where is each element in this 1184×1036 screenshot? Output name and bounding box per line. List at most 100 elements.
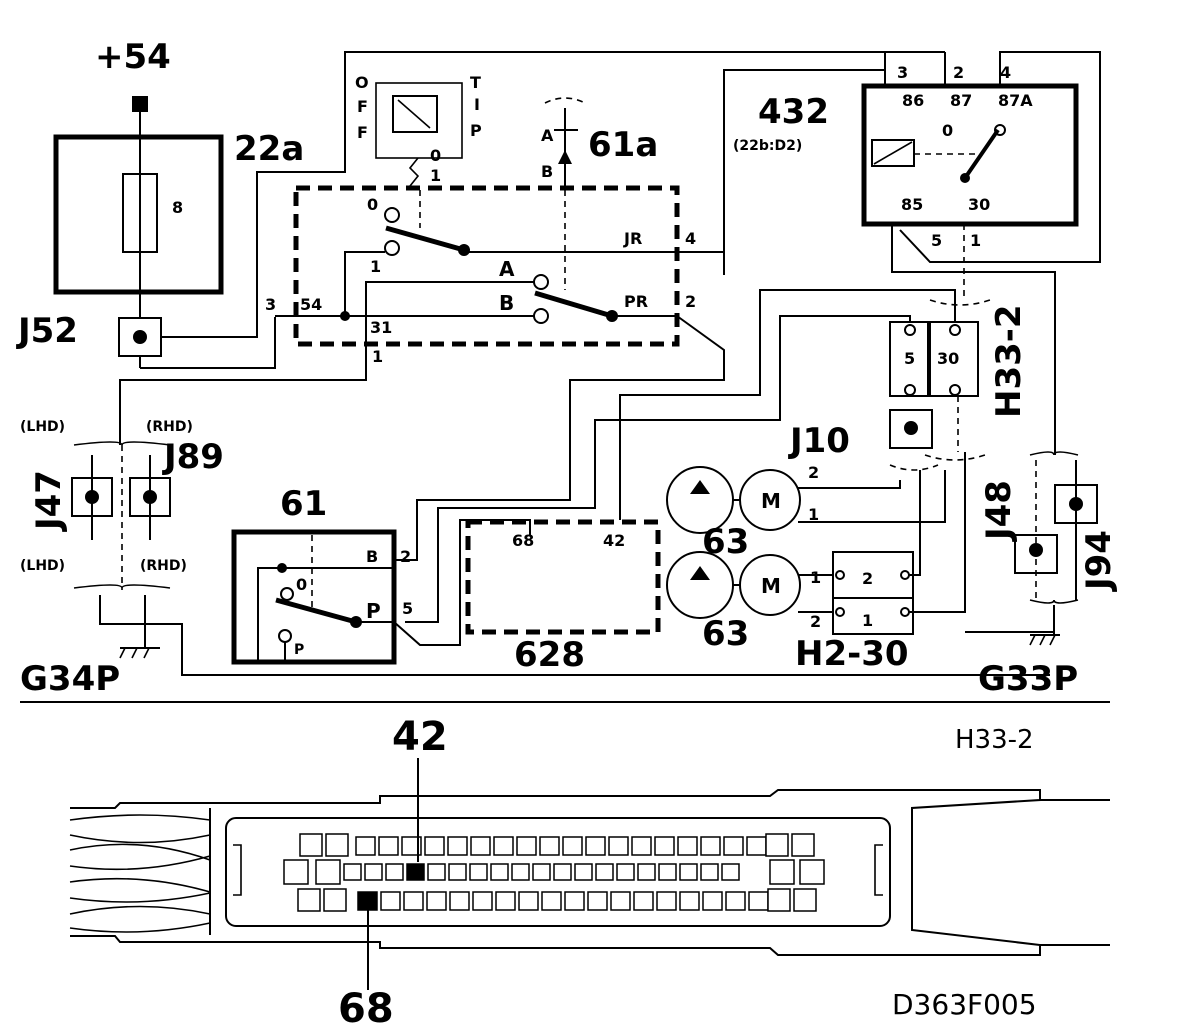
pin-cell: [746, 836, 767, 856]
svg-text:T: T: [470, 73, 481, 92]
pin-cell: [283, 859, 309, 885]
label-61a: 61a: [588, 125, 658, 165]
c61-P: P: [366, 599, 381, 623]
pin-cell: [325, 833, 349, 857]
h230-1: 1: [862, 611, 873, 630]
pin-cell: [574, 863, 593, 881]
pin-cell: [493, 836, 514, 856]
pin-cell: [767, 888, 791, 912]
label-j52: J52: [16, 311, 78, 351]
pin-grid: [283, 833, 825, 912]
pin-cell: [299, 833, 323, 857]
pin-cell: [595, 863, 614, 881]
relay-box: [861, 83, 1079, 227]
switch-box-61a: [293, 185, 680, 347]
label-A: A: [499, 257, 515, 281]
label-61: 61: [280, 484, 327, 524]
relay-pin-4: 4: [1000, 63, 1011, 82]
pin-cell: [616, 863, 635, 881]
pin-cell: [637, 863, 656, 881]
c61-B: B: [366, 547, 378, 566]
label-B: B: [499, 291, 514, 315]
motors-63: M 63 2 1 M 63 1 2: [666, 463, 946, 654]
label-j89: J89: [162, 437, 224, 477]
label-pin-1: 1: [372, 347, 383, 366]
pin-cell: [656, 891, 677, 911]
label-lhd-2: (LHD): [20, 558, 65, 574]
pin-cell: [725, 891, 746, 911]
pin-cell: [516, 836, 537, 856]
pin-cell: [424, 836, 445, 856]
ground-j47-j89: (LHD) (RHD) J89 J47 (LHD) (RHD) G34P: [20, 345, 1050, 699]
pin-cell: [469, 863, 488, 881]
label-plus54: +54: [95, 37, 171, 77]
label-61a-A: A: [541, 126, 554, 145]
motor-63b: 63: [702, 614, 749, 654]
pin-cell: [677, 836, 698, 856]
pin-cell: [532, 863, 551, 881]
pin-cell: [562, 836, 583, 856]
ground-j48-j94: J48 J94 G33P: [965, 451, 1119, 699]
ecu-pin-42: 42: [603, 531, 625, 550]
svg-text:F: F: [357, 123, 368, 142]
pin-cell: [541, 891, 562, 911]
relay-85: 85: [901, 195, 923, 214]
pin-cell: [449, 891, 470, 911]
relay-pin-5: 5: [931, 231, 942, 250]
motor-m1: M: [761, 489, 781, 513]
label-rhd: (RHD): [146, 419, 193, 435]
pin-cell: [700, 863, 719, 881]
svg-text:O: O: [355, 73, 369, 92]
h33-2-label: H33-2: [989, 304, 1029, 418]
label-pos-1: 1: [370, 257, 381, 276]
label-rhd-2: (RHD): [140, 558, 187, 574]
pin-cell: [518, 891, 539, 911]
switch-unit: O F F T I P 0 1 0 1 JR 4 A B PR 2 3: [265, 73, 696, 366]
pin-cell: [723, 836, 744, 856]
h230-2: 2: [862, 569, 873, 588]
label-lhd: (LHD): [20, 419, 65, 435]
pin-cell: [721, 863, 740, 881]
label-22a: 22a: [234, 129, 304, 169]
pin-cell: [765, 833, 789, 857]
svg-text:P: P: [470, 121, 482, 140]
pin-cell: [472, 891, 493, 911]
pin-cell: [495, 891, 516, 911]
relay-pin-2: 2: [953, 63, 964, 82]
pin-cell: [323, 888, 347, 912]
pin-cell: [470, 836, 491, 856]
label-pr: PR: [624, 292, 648, 311]
pin-cell: [385, 863, 404, 881]
pin-cell: [427, 863, 446, 881]
pin-42-label: 42: [392, 714, 448, 760]
pin-cell: [447, 836, 468, 856]
label-j47: J47: [29, 470, 69, 532]
pin-cell: [610, 891, 631, 911]
pin-cell: [799, 859, 825, 885]
motor-m2: M: [761, 574, 781, 598]
pin-cell: [658, 863, 677, 881]
relay-86: 86: [902, 91, 924, 110]
pin-cell: [654, 836, 675, 856]
relay-30: 30: [968, 195, 990, 214]
connector-title: H33-2: [955, 725, 1034, 755]
pin-cell: [448, 863, 467, 881]
pin-cell: [679, 863, 698, 881]
pin-68-label: 68: [338, 986, 394, 1032]
label-pin-3: 3: [265, 295, 276, 314]
label-j94: J94: [1079, 530, 1119, 592]
switch-61-box: [231, 529, 397, 665]
svg-text:F: F: [357, 97, 368, 116]
c61-B-pin: 2: [400, 547, 411, 566]
pin-cell: [748, 891, 769, 911]
connector-h33-2: 5 30 H33-2 J10: [395, 289, 1029, 623]
relay-0: 0: [942, 121, 953, 140]
pin-cell: [553, 863, 572, 881]
relay-pin-1: 1: [970, 231, 981, 250]
label-pin-31: 31: [370, 318, 392, 337]
relay-pin-3: 3: [897, 63, 908, 82]
pin-cell: [401, 836, 422, 856]
fuse-value: 8: [172, 198, 183, 217]
